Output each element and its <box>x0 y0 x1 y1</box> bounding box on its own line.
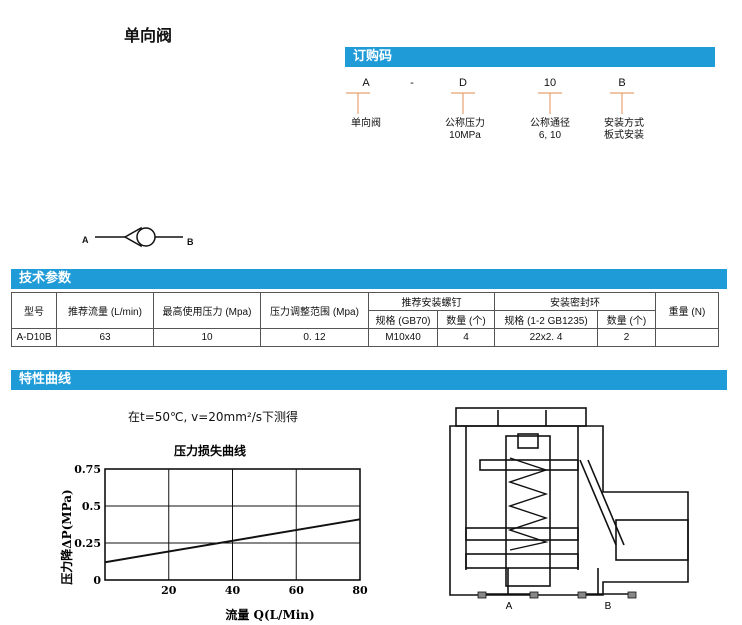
th-model: 型号 <box>11 292 57 329</box>
x-tick-labels: 20 40 60 80 <box>161 584 368 597</box>
x-tick-label: 80 <box>352 584 368 597</box>
code-connectors <box>346 92 634 114</box>
th-max-pressure: 最高使用压力 (Mpa) <box>153 292 261 329</box>
x-tick-label: 60 <box>289 584 305 597</box>
th-weight: 重量 (N) <box>655 292 719 329</box>
th-screw-qty: 数量 (个) <box>437 310 495 329</box>
spec-table: 型号 推荐流量 (L/min) 最高使用压力 (Mpa) 压力调整范围 (Mpa… <box>11 292 719 347</box>
code-letter-10: 10 <box>543 77 557 89</box>
test-condition: 在t=50℃, v=20mm²/s下测得 <box>128 410 299 424</box>
chart-title: 压力损失曲线 <box>174 443 246 458</box>
caption-bore-value: 6, 10 <box>538 130 562 141</box>
x-tick-label: 40 <box>225 584 241 597</box>
code-letter-b: B <box>618 77 626 89</box>
y-tick-label: 0 <box>93 574 101 587</box>
check-valve-symbol <box>95 226 183 248</box>
caption-check-valve: 单向阀 <box>326 118 406 130</box>
th-flow: 推荐流量 (L/min) <box>56 292 154 329</box>
th-seal-spec: 规格 (1-2 GB1235) <box>494 310 598 329</box>
cell-max-pressure: 10 <box>153 328 261 347</box>
chart-grid <box>104 468 361 581</box>
caption-mounting-label: 安装方式 <box>604 118 644 129</box>
caption-bore: 公称通径 6, 10 <box>510 118 590 142</box>
curve-heading: 特性曲线 <box>19 372 72 387</box>
connector-d <box>451 92 475 114</box>
x-tick-label: 20 <box>161 584 177 597</box>
chart-series <box>104 518 361 564</box>
code-letter-d: D <box>459 77 467 89</box>
tech-params-heading: 技术参数 <box>19 271 72 286</box>
th-screw-spec: 规格 (GB70) <box>368 310 438 329</box>
x-axis-label: 流量 Q(L/Min) <box>225 607 314 622</box>
section-port-a: A <box>506 601 513 610</box>
page-title: 单向阀 <box>124 26 173 45</box>
y-tick-labels: 0 0.25 0.5 0.75 <box>74 463 101 587</box>
th-adj-range: 压力调整范围 (Mpa) <box>260 292 369 329</box>
cell-weight <box>655 328 719 347</box>
caption-check-valve-label: 单向阀 <box>351 118 381 129</box>
y-tick-label: 0.25 <box>74 537 101 550</box>
connector-10 <box>538 92 562 114</box>
cell-screw-qty: 4 <box>437 328 495 347</box>
cell-seal-qty: 2 <box>597 328 656 347</box>
table-row: A-D10B 63 10 0. 12 M10x40 4 22x2. 4 2 <box>11 328 719 347</box>
section-port-b: B <box>605 601 612 610</box>
code-separator: - <box>410 77 414 89</box>
order-code-header: 订购码 <box>345 47 715 67</box>
cell-seal-spec: 22x2. 4 <box>494 328 598 347</box>
pressure-loss-chart: 压力损失曲线 0 0.25 0.5 0.75 20 40 60 80 流量 Q(L/Min)… <box>59 443 368 622</box>
connector-b <box>610 92 634 114</box>
caption-mounting-value: 板式安装 <box>604 130 644 141</box>
cell-screw-spec: M10x40 <box>368 328 438 347</box>
caption-pressure-value: 10MPa <box>449 130 481 141</box>
y-axis-label: 压力降ΔP(MPa) <box>59 489 74 584</box>
y-tick-label: 0.5 <box>82 500 101 513</box>
caption-bore-label: 公称通径 <box>530 118 570 129</box>
code-letter-a: A <box>362 77 370 89</box>
th-seal-group: 安装密封环 <box>494 292 656 311</box>
cell-model: A-D10B <box>11 328 57 347</box>
symbol-port-b: B <box>187 237 194 247</box>
caption-pressure-label: 公称压力 <box>445 118 485 129</box>
caption-pressure: 公称压力 10MPa <box>425 118 505 142</box>
caption-mounting: 安装方式 板式安装 <box>584 118 664 142</box>
symbol-port-a: A <box>82 235 89 245</box>
th-screw-group: 推荐安装螺钉 <box>368 292 495 311</box>
valve-section-drawing: A B <box>449 407 689 610</box>
pressure-loss-line <box>104 518 361 564</box>
connector-a <box>346 92 370 114</box>
cell-flow: 63 <box>56 328 154 347</box>
cell-adj-range: 0. 12 <box>260 328 369 347</box>
th-seal-qty: 数量 (个) <box>597 310 656 329</box>
curve-header: 特性曲线 <box>11 370 727 390</box>
y-tick-label: 0.75 <box>74 463 101 476</box>
tech-params-header: 技术参数 <box>11 269 727 289</box>
order-code-heading: 订购码 <box>353 49 393 64</box>
